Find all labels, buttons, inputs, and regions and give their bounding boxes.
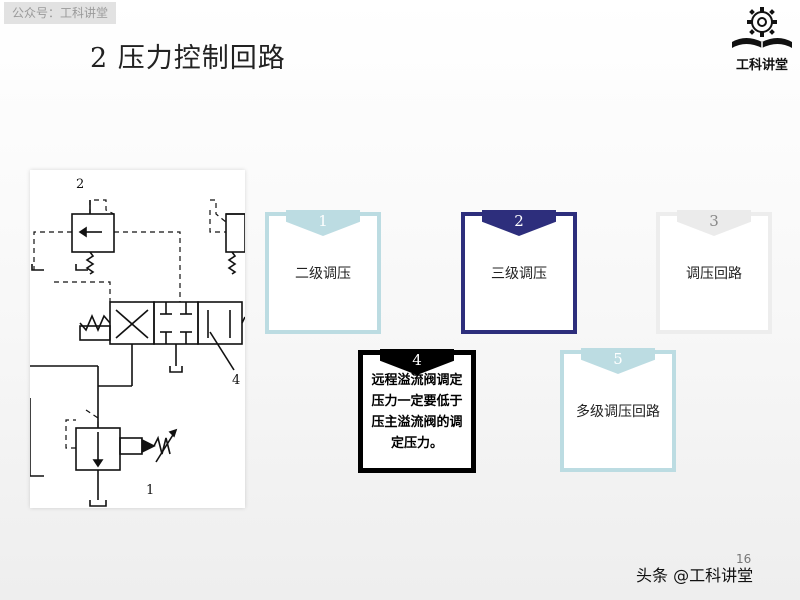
watermark: 头条 @工科讲堂 (636, 566, 754, 585)
card-1-label: 二级调压 (295, 266, 351, 282)
logo: 工科讲堂 (726, 2, 798, 74)
card-3-label: 调压回路 (686, 266, 742, 282)
card-3[interactable]: 3 调压回路 (656, 210, 772, 334)
hydraulic-schematic: 2 4 1 (29, 170, 246, 508)
card-1[interactable]: 1 二级调压 (265, 210, 381, 334)
card-2[interactable]: 2 三级调压 (461, 210, 577, 334)
label-2: 2 (76, 177, 84, 192)
card-4[interactable]: 4 远程溢流阀调定压力一定要低于压主溢流阀的调定压力。 (358, 349, 476, 473)
card-1-number: 1 (286, 210, 360, 236)
logo-text: 工科讲堂 (735, 58, 788, 73)
label-1: 1 (146, 483, 154, 498)
gear-book-icon (732, 7, 792, 49)
page-number: 16 (736, 552, 752, 566)
card-2-label: 三级调压 (491, 266, 547, 282)
card-5-label: 多级调压回路 (576, 404, 660, 420)
card-5-number: 5 (581, 348, 655, 374)
pressure-circuit-diagram: 2 4 1 (29, 177, 246, 507)
card-4-label: 远程溢流阀调定压力一定要低于压主溢流阀的调定压力。 (371, 372, 463, 451)
card-3-number: 3 (677, 210, 751, 236)
label-4: 4 (232, 373, 240, 388)
card-2-number: 2 (482, 210, 556, 236)
card-5[interactable]: 5 多级调压回路 (560, 348, 676, 472)
source-tag: 公众号：工科讲堂 (4, 2, 117, 24)
slide-title: 2 压力控制回路 (90, 43, 286, 74)
